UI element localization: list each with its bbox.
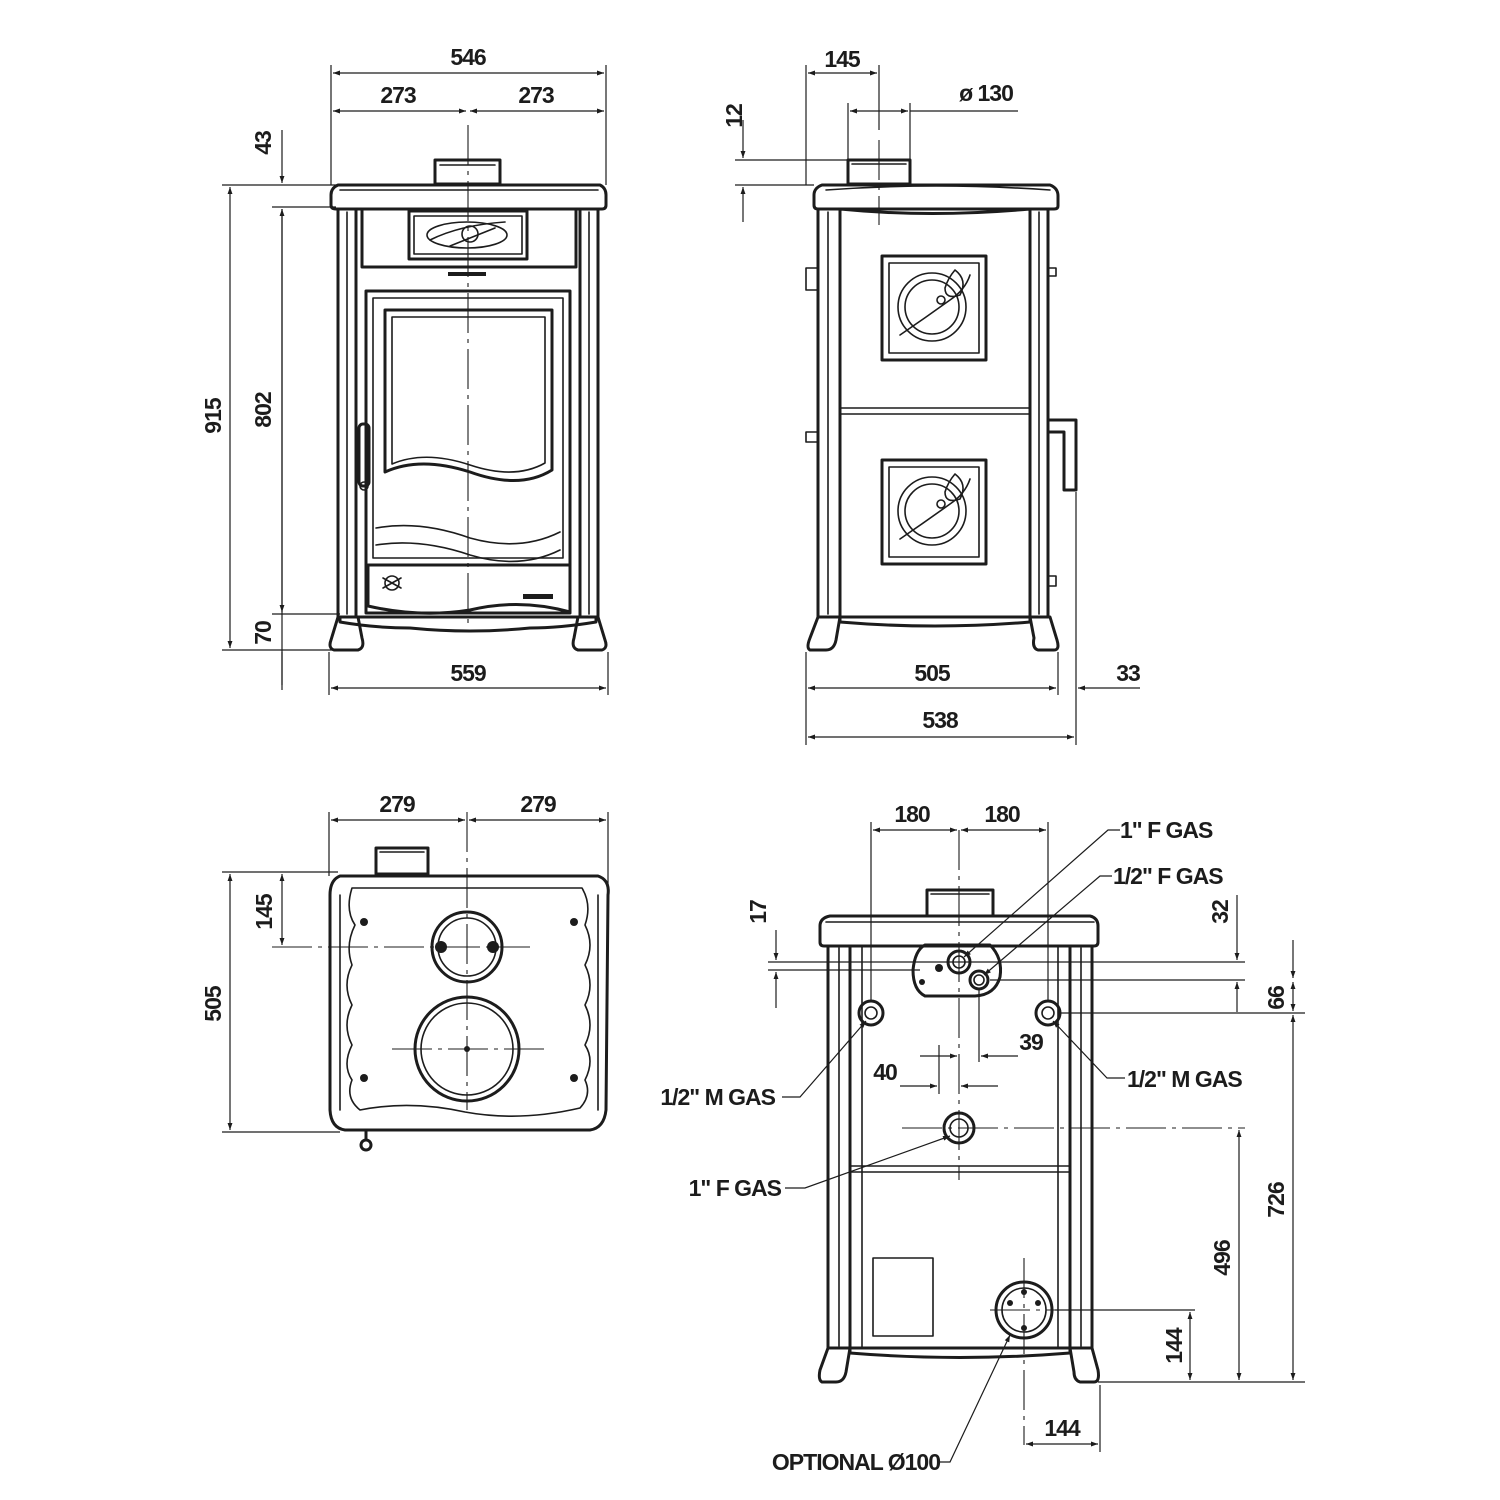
rear-height-496: 496 [1209,1240,1235,1276]
rear-width-144: 144 [1044,1415,1081,1441]
side-handle-33: 33 [1116,660,1140,686]
side-view: 145 ø 130 12 505 33 538 [721,46,1141,745]
callout-1-f-gas-top: 1" F GAS [1120,817,1213,843]
top-flue-offset-145: 145 [251,893,277,930]
top-half-width-left: 279 [379,791,415,817]
rear-offset-right-180: 180 [984,801,1020,827]
front-half-width-right: 273 [518,82,554,108]
front-height-915: 915 [200,397,226,434]
rear-height-144: 144 [1161,1327,1187,1364]
top-depth-505: 505 [200,985,226,1022]
rear-view: 180 180 17 32 66 726 496 144 144 [660,801,1305,1475]
front-top-offset-43: 43 [250,131,276,155]
top-half-width-right: 279 [520,791,556,817]
callout-half-m-gas-right: 1/2" M GAS [1127,1066,1242,1092]
rear-top-offset-32: 32 [1207,900,1233,924]
rear-offset-left-180: 180 [894,801,930,827]
front-height-802: 802 [250,392,276,428]
rear-top-gap-17: 17 [745,900,771,924]
side-top-height-12: 12 [721,104,747,128]
callout-optional-outlet: OPTIONAL Ø100 [772,1449,940,1475]
rear-offset-39: 39 [1019,1029,1043,1055]
side-flue-offset-145: 145 [824,46,861,72]
rear-offset-40: 40 [873,1059,897,1085]
front-width-546: 546 [450,44,486,70]
front-view: 546 273 273 43 915 802 70 559 [200,44,609,695]
side-depth-538: 538 [922,707,959,733]
callout-1-f-gas-lower: 1" F GAS [689,1175,782,1201]
rear-height-726: 726 [1263,1182,1289,1218]
side-depth-505: 505 [914,660,951,686]
top-view: 279 279 145 505 [200,791,610,1152]
callout-half-m-gas-left: 1/2" M GAS [660,1084,775,1110]
side-flue-diameter: ø 130 [959,80,1013,106]
callout-half-f-gas: 1/2" F GAS [1113,863,1223,889]
rear-spacing-66: 66 [1263,986,1289,1010]
front-foot-70: 70 [250,621,276,645]
front-half-width-left: 273 [380,82,416,108]
front-base-559: 559 [450,660,486,686]
